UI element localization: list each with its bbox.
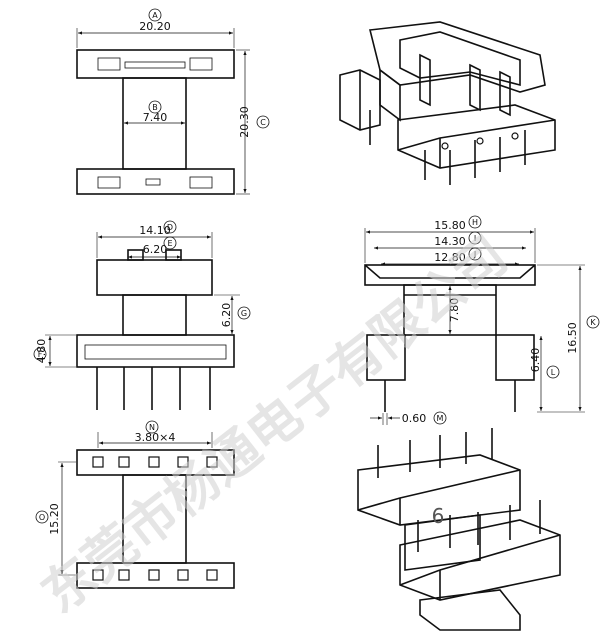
top-view [76,28,250,195]
svg-text:N: N [149,423,155,432]
dim-P-value: 7.80 [448,298,461,323]
circle-G: G [237,306,251,320]
svg-text:K: K [590,318,596,327]
circle-D: D [163,220,177,234]
dim-K-value: 16.50 [566,322,579,354]
svg-text:C: C [260,118,266,127]
svg-text:L: L [551,368,556,377]
dim-D-value: 14.10 [139,224,171,237]
dim-N-value: 3.80×4 [135,431,176,444]
circle-O: O [35,510,49,524]
svg-text:F: F [38,350,43,359]
circle-L: L [546,365,560,379]
svg-text:D: D [167,223,173,232]
svg-text:A: A [152,11,158,20]
svg-text:J: J [473,250,476,259]
circle-A: A [148,8,162,22]
pin-holes-top [92,456,218,468]
dim-I-value: 14.30 [434,235,466,248]
circle-H: H [468,215,482,229]
circle-N: N [145,420,159,434]
circle-M: M [433,411,447,425]
svg-text:O: O [39,513,45,522]
circle-J: J [468,247,482,261]
dimension-labels: 20.20 7.40 20.30 14.10 6.20 4.80 6.20 15… [35,20,579,535]
dim-C-value: 20.30 [238,106,251,138]
dim-G-value: 6.20 [220,303,233,328]
circle-E: E [163,236,177,250]
svg-text:H: H [472,218,478,227]
circle-F: F [33,347,47,361]
dim-L-value: 6.40 [529,348,542,373]
dim-B-value: 7.40 [143,111,168,124]
circle-K: K [586,315,600,329]
bottom-view [58,432,235,589]
dim-E-value: 6.20 [143,243,168,256]
dim-M-value: 0.60 [402,412,427,425]
isometric-view-top [339,21,556,185]
svg-text:I: I [474,234,476,243]
page-number: 6 [432,504,445,528]
svg-text:B: B [152,103,158,112]
side-view [364,228,585,425]
svg-text:G: G [241,309,247,318]
dim-O-value: 15.20 [48,503,61,535]
pin-holes-bottom [92,569,218,581]
dim-A-value: 20.20 [139,20,171,33]
isometric-view-bottom [357,428,561,631]
circle-C: C [256,115,270,129]
circle-I: I [468,231,482,245]
dimension-letter-circles: A B C D E F G H I J K L M N O [33,8,600,524]
circle-B: B [148,100,162,114]
svg-text:M: M [437,414,444,423]
svg-text:E: E [167,239,172,248]
dim-J-value: 12.80 [434,251,466,264]
dim-H-value: 15.80 [434,219,466,232]
front-view [45,232,240,410]
